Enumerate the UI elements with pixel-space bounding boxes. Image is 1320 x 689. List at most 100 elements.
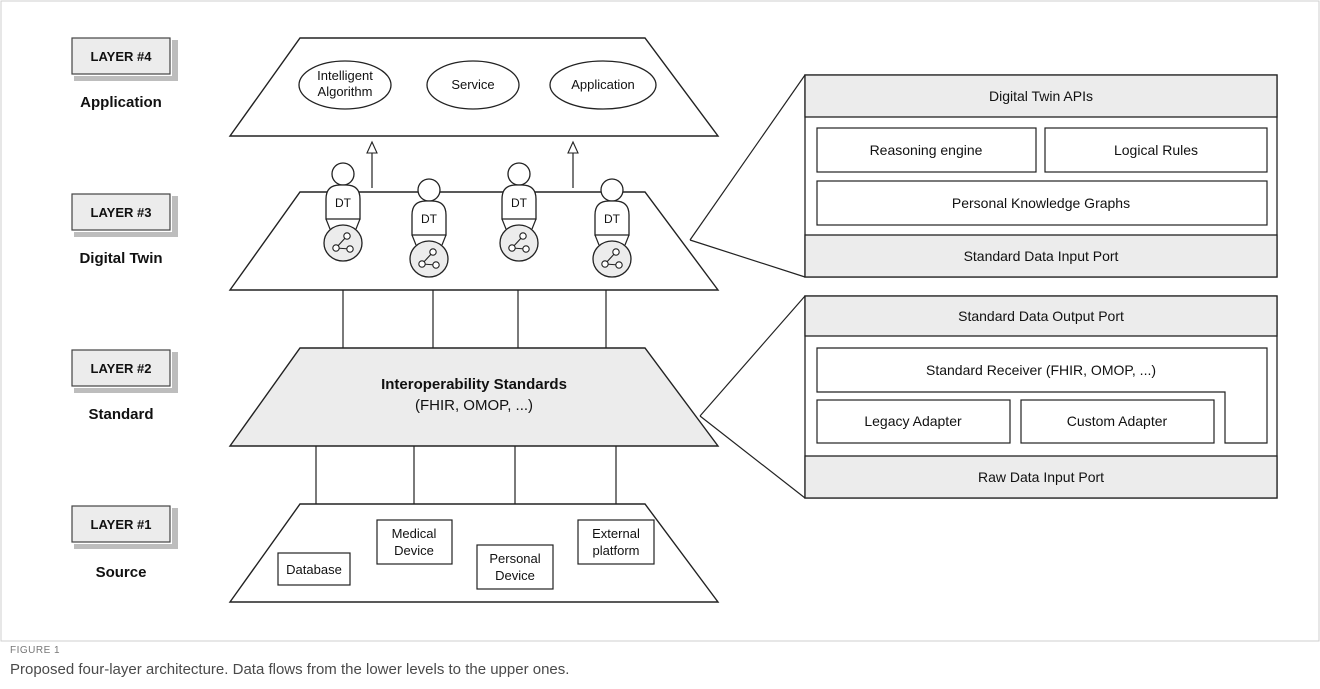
agent-link: [501, 218, 507, 230]
layer-4-label: LAYER #4 Application: [71, 37, 178, 111]
source-label: Device: [495, 568, 535, 583]
agent-head: [507, 162, 531, 186]
layer-badge-box: [71, 505, 171, 543]
badge-shadow: [172, 352, 178, 388]
standard-receiver-box: [816, 347, 1268, 444]
api-header: [804, 74, 1278, 118]
service-node: [426, 60, 520, 110]
knowledge-graphs-label: Personal Knowledge Graphs: [952, 195, 1130, 211]
knowledge-graph-icon: [409, 240, 449, 278]
agent-label: DT: [335, 196, 352, 210]
application-node: [549, 60, 657, 110]
knowledge-graphs-box: [816, 180, 1268, 226]
source-label: External: [592, 526, 640, 541]
badge-shadow: [172, 40, 178, 76]
layer-badge-box: [71, 349, 171, 387]
source-label: Personal: [489, 551, 540, 566]
legacy-adapter-box: [816, 399, 1011, 444]
standard-layer-plane: [228, 347, 720, 447]
reasoning-engine-label: Reasoning engine: [870, 142, 983, 158]
node-label: Intelligent: [317, 68, 373, 83]
knowledge-graph-icon: [499, 224, 539, 262]
custom-adapter-label: Custom Adapter: [1067, 413, 1168, 429]
digital-twin-detail-panel: Digital Twin APIs Reasoning engine Logic…: [804, 74, 1278, 278]
layer-badge: LAYER #3: [91, 205, 152, 220]
badge-shadow: [74, 388, 178, 393]
layer-name: Source: [96, 564, 147, 581]
graph-node: [429, 248, 437, 256]
layer-badge: LAYER #4: [91, 49, 153, 64]
personal-device-box: [476, 544, 554, 590]
source-label: Medical: [392, 526, 437, 541]
reasoning-engine-box: [816, 127, 1037, 173]
standard-subtitle: (FHIR, OMOP, ...): [415, 397, 533, 414]
raw-input-port-footer: [804, 455, 1278, 499]
std-header-label: Standard Data Output Port: [958, 308, 1124, 324]
database-box: [277, 552, 351, 586]
agent-link: [624, 234, 630, 246]
medical-device-box: [376, 519, 453, 565]
agent-link: [325, 218, 331, 230]
node-label: Service: [451, 77, 494, 92]
layer-3-label: LAYER #3 Digital Twin: [71, 193, 178, 267]
layer-1-label: LAYER #1 Source: [71, 505, 178, 581]
source-label: Device: [394, 543, 434, 558]
external-platform-box: [577, 519, 655, 565]
agent-head: [600, 178, 624, 202]
layer-badge-box: [71, 193, 171, 231]
upward-arrow: [366, 140, 378, 188]
agent-label: DT: [511, 196, 528, 210]
graph-node: [601, 260, 609, 268]
knowledge-graph-icon: [592, 240, 632, 278]
standard-detail-panel: Standard Data Output Port Standard Recei…: [804, 295, 1278, 499]
intelligent-algorithm-node: [298, 60, 392, 110]
standard-receiver-label: Standard Receiver (FHIR, OMOP, ...): [926, 362, 1156, 378]
zoom-line: [689, 239, 806, 278]
agent-link: [411, 234, 417, 246]
graph-node: [522, 245, 530, 253]
graph-node: [519, 232, 527, 240]
agent-link: [531, 218, 537, 230]
agent-head: [331, 162, 355, 186]
agent-body: [325, 184, 361, 220]
std-footer-label: Raw Data Input Port: [978, 469, 1104, 485]
legacy-adapter-label: Legacy Adapter: [864, 413, 962, 429]
output-port-header: [804, 295, 1278, 337]
layer-name: Digital Twin: [79, 250, 162, 267]
figure-caption: Proposed four-layer architecture. Data f…: [10, 661, 570, 678]
digital-twin-agent: DT: [592, 178, 632, 278]
agent-link: [594, 234, 600, 246]
source-label: Database: [286, 562, 342, 577]
zoom-line: [699, 295, 806, 417]
agent-label: DT: [604, 212, 621, 226]
graph-node: [432, 261, 440, 269]
agent-body: [501, 184, 537, 220]
agent-body: [411, 200, 447, 236]
graph-node: [418, 260, 426, 268]
source-label: platform: [593, 543, 640, 558]
digital-twin-agent: DT: [323, 162, 363, 262]
layer-name: Application: [80, 94, 162, 111]
digital-twin-agent: DT: [499, 162, 539, 262]
layer-name: Standard: [88, 406, 153, 423]
upward-arrow: [567, 140, 579, 188]
input-port-footer: [804, 234, 1278, 278]
knowledge-graph-icon: [323, 224, 363, 262]
node-label: Algorithm: [318, 84, 373, 99]
badge-shadow: [74, 544, 178, 549]
layer-badge: LAYER #1: [91, 517, 152, 532]
standard-title: Interoperability Standards: [381, 376, 567, 393]
layer-badge-box: [71, 37, 171, 75]
badge-shadow: [172, 508, 178, 544]
graph-node: [332, 244, 340, 252]
agent-head: [417, 178, 441, 202]
logical-rules-label: Logical Rules: [1114, 142, 1198, 158]
digital-twin-layer-plane: [228, 191, 720, 291]
badge-shadow: [74, 76, 178, 81]
zoom-line: [699, 415, 806, 499]
zoom-line: [689, 74, 806, 241]
graph-node: [612, 248, 620, 256]
logical-rules-box: [1044, 127, 1268, 173]
agent-link: [441, 234, 447, 246]
